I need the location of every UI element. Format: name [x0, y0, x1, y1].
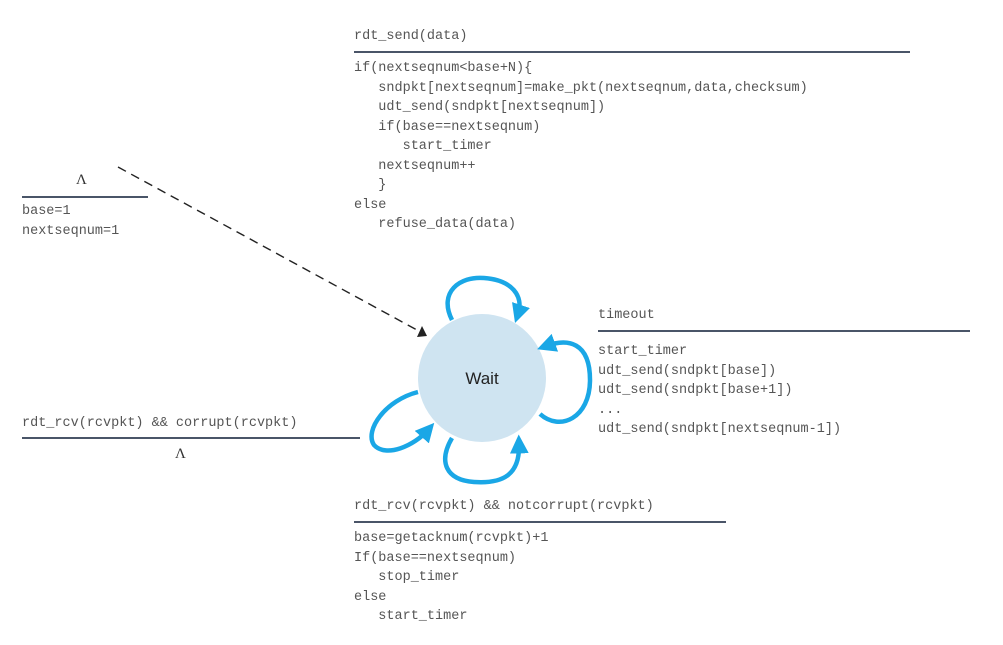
timeout-actions: start_timer udt_send(sndpkt[base]) udt_sen… [598, 342, 841, 440]
ack-action-line: else [354, 589, 387, 605]
timeout-event: timeout [598, 308, 655, 323]
corrupt-action-lambda: Λ [175, 446, 186, 462]
timeout-action-line: ... [598, 402, 623, 418]
send-action-line: sndpkt[nextseqnum]=make_pkt(nextseqnum,d… [354, 80, 808, 96]
send-divider [354, 51, 910, 53]
ack-action-line: start_timer [354, 609, 468, 624]
loop-timeout-arrow[interactable] [537, 333, 593, 425]
ack-divider [354, 521, 726, 523]
timeout-action-line: udt_send(sndpkt[base]) [598, 363, 777, 379]
send-action-line: } [354, 178, 387, 193]
loop-send-arrow[interactable] [445, 275, 530, 323]
ack-action-line: If(base==nextseqnum) [354, 550, 517, 566]
initial-transition-arrow [117, 166, 418, 331]
timeout-divider [598, 330, 970, 332]
ack-event: rdt_rcv(rcvpkt) && notcorrupt(rcvpkt) [354, 499, 654, 514]
send-action-line: udt_send(sndpkt[nextseqnum]) [354, 100, 606, 115]
state-wait-label: Wait [465, 369, 499, 388]
initial-action-line: base=1 [22, 204, 71, 219]
send-action-line: nextseqnum++ [354, 158, 476, 174]
timeout-action-line: start_timer [598, 344, 688, 359]
initial-event-lambda: Λ [76, 172, 87, 188]
send-actions: if(nextseqnum<base+N){ sndpkt[nextseqnum… [354, 59, 808, 235]
ack-action-line: stop_timer [354, 570, 460, 585]
initial-divider [22, 196, 148, 198]
initial-arrowhead-icon [417, 326, 427, 337]
send-action-line: if(base==nextseqnum) [354, 119, 541, 135]
ack-action-line: base=getacknum(rcvpkt)+1 [354, 531, 549, 546]
loop-corrupt-arrow[interactable] [369, 389, 435, 453]
state-wait[interactable] [418, 314, 546, 442]
send-action-line: if(nextseqnum<base+N){ [354, 61, 533, 76]
loop-ack-arrow[interactable] [443, 434, 529, 485]
corrupt-divider [22, 437, 360, 439]
send-action-line: else [354, 197, 387, 213]
send-event: rdt_send(data) [354, 29, 468, 44]
initial-action-line: nextseqnum=1 [22, 223, 120, 239]
send-action-line: start_timer [354, 139, 492, 154]
initial-actions: base=1 nextseqnum=1 [22, 202, 119, 241]
send-action-line: refuse_data(data) [354, 217, 517, 232]
timeout-action-line: udt_send(sndpkt[base+1]) [598, 383, 793, 398]
corrupt-event: rdt_rcv(rcvpkt) && corrupt(rcvpkt) [22, 416, 298, 431]
timeout-action-line: udt_send(sndpkt[nextseqnum-1]) [598, 422, 842, 437]
